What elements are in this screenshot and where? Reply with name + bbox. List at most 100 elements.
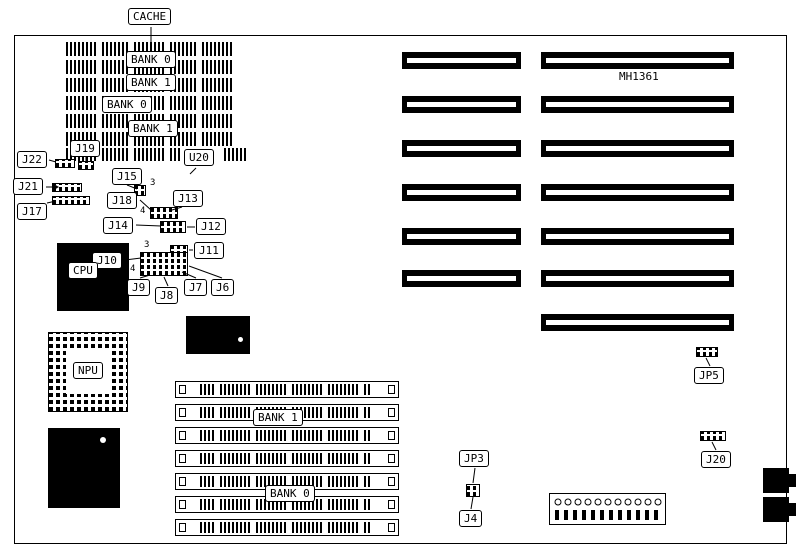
isa-slot-groove xyxy=(546,190,729,195)
jumper-j10-j9-j8-j7-j6-pins xyxy=(140,252,188,276)
label-cache-bank0-a: BANK 0 xyxy=(126,51,176,68)
pin-number: 4 xyxy=(130,264,136,274)
simm-latch-left xyxy=(179,500,186,509)
isa-slot-groove xyxy=(407,190,516,195)
isa-slot xyxy=(402,96,521,113)
chip-pin1-dot xyxy=(238,337,243,342)
pin-number: 3 xyxy=(144,240,150,250)
isa-slot-groove xyxy=(407,102,516,107)
callout-j15: J15 xyxy=(112,168,142,185)
isa-slot-groove xyxy=(407,58,516,63)
callout-j4: J4 xyxy=(459,510,483,527)
jumper-j17-pins xyxy=(52,196,90,205)
jumper-j19-pins xyxy=(78,161,94,170)
jumper-j20-pins xyxy=(700,431,726,441)
keyboard-connector-tab xyxy=(789,474,796,487)
isa-slot xyxy=(541,228,734,245)
callout-j12: J12 xyxy=(196,218,226,235)
callout-cache: CACHE xyxy=(128,8,172,25)
simm-latch-right xyxy=(388,523,395,532)
callout-j18: J18 xyxy=(107,192,137,209)
simm-latch-left xyxy=(179,454,186,463)
isa-slot-groove xyxy=(546,320,729,325)
isa-slot-groove xyxy=(407,234,516,239)
label-cpu: CPU xyxy=(68,262,98,279)
simm-latch-left xyxy=(179,523,186,532)
power-connector xyxy=(549,493,666,525)
simm-chip-strip xyxy=(200,453,372,464)
simm-latch-left xyxy=(179,477,186,486)
isa-slot-groove xyxy=(407,276,516,281)
isa-slot xyxy=(402,52,521,69)
keyboard-connector xyxy=(763,468,789,493)
keyboard-connector xyxy=(763,497,789,522)
callout-j21: J21 xyxy=(13,178,43,195)
jumper-j15-pins xyxy=(134,185,146,196)
callout-j20: J20 xyxy=(701,451,731,468)
keyboard-connector-tab xyxy=(789,503,796,516)
simm-socket xyxy=(175,450,399,467)
isa-slot-groove xyxy=(546,58,729,63)
power-connector-pins xyxy=(554,498,662,520)
callout-j6: J6 xyxy=(211,279,235,296)
callout-j9: J9 xyxy=(127,279,151,296)
callout-j8: J8 xyxy=(155,287,179,304)
isa-slot xyxy=(541,270,734,287)
jumper-jp3-j4-pins xyxy=(466,484,480,497)
simm-chip-strip xyxy=(200,384,372,395)
simm-latch-right xyxy=(388,408,395,417)
isa-slot xyxy=(541,96,734,113)
label-cache-bank1-b: BANK 1 xyxy=(128,120,178,137)
simm-latch-left xyxy=(179,431,186,440)
simm-chip-strip xyxy=(200,522,372,533)
jumper-jp5-pins xyxy=(696,347,718,357)
callout-j13: J13 xyxy=(173,190,203,207)
logic-chip xyxy=(48,428,120,508)
jumper-j22-pins xyxy=(55,159,75,168)
isa-slot xyxy=(402,228,521,245)
simm-chip-strip xyxy=(200,476,372,487)
callout-u20: U20 xyxy=(184,149,214,166)
simm-latch-left xyxy=(179,408,186,417)
label-npu: NPU xyxy=(73,362,103,379)
callout-j11: J11 xyxy=(194,242,224,259)
callout-jp3: JP3 xyxy=(459,450,489,467)
callout-j10: J10 xyxy=(92,252,122,269)
isa-slot xyxy=(541,184,734,201)
label-simm-bank0: BANK 0 xyxy=(265,485,315,502)
callout-j19: J19 xyxy=(70,140,100,157)
u20-chip-row xyxy=(224,148,246,161)
simm-socket xyxy=(175,519,399,536)
callout-j14: J14 xyxy=(103,217,133,234)
simm-latch-right xyxy=(388,454,395,463)
isa-slot xyxy=(402,270,521,287)
simm-latch-right xyxy=(388,477,395,486)
isa-slot xyxy=(402,184,521,201)
board-model-text: MH1361 xyxy=(619,70,659,83)
simm-chip-strip xyxy=(200,499,372,510)
simm-socket xyxy=(175,381,399,398)
callout-j22: J22 xyxy=(17,151,47,168)
jumper-j14-j12-pins xyxy=(160,221,186,233)
simm-chip-strip xyxy=(200,430,372,441)
simm-latch-right xyxy=(388,385,395,394)
isa-slot-groove xyxy=(407,146,516,151)
label-cache-bank1-a: BANK 1 xyxy=(126,74,176,91)
simm-socket xyxy=(175,427,399,444)
jumper-j21-pins xyxy=(52,183,82,192)
label-cache-bank0-b: BANK 0 xyxy=(102,96,152,113)
isa-slot xyxy=(541,314,734,331)
isa-slot-groove xyxy=(546,102,729,107)
simm-latch-left xyxy=(179,385,186,394)
logic-chip xyxy=(186,316,250,354)
callout-jp5: JP5 xyxy=(694,367,724,384)
cache-chip-row xyxy=(66,42,232,56)
pin-number: 3 xyxy=(150,178,156,188)
isa-slot-groove xyxy=(546,276,729,281)
simm-latch-right xyxy=(388,431,395,440)
isa-slot xyxy=(541,52,734,69)
isa-slot xyxy=(541,140,734,157)
jumper-j13-j18-pins xyxy=(150,207,178,219)
pin-number: 4 xyxy=(140,206,146,216)
